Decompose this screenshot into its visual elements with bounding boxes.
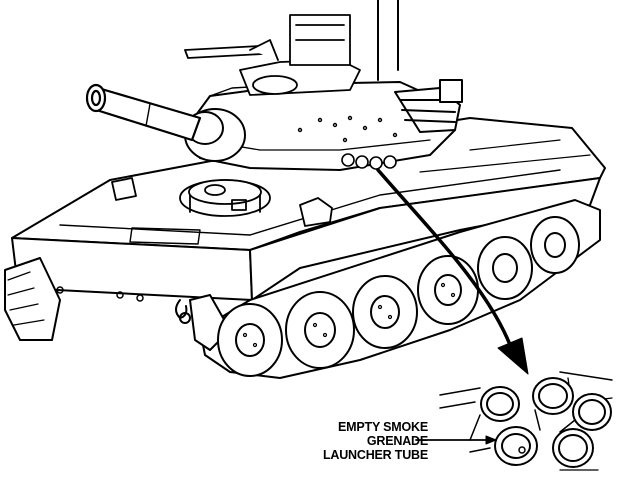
callout-line-3: LAUNCHER TUBE	[322, 448, 428, 462]
main-gun	[85, 83, 202, 142]
road-wheels	[217, 216, 580, 377]
hull	[11, 117, 606, 324]
pointer-arrow	[376, 168, 529, 375]
driver-hatch	[179, 179, 271, 217]
turret	[184, 79, 463, 171]
periscope	[111, 177, 333, 227]
commander-cupola	[184, 14, 361, 96]
smoke-launcher-cluster	[341, 153, 397, 170]
callout-line-1: EMPTY SMOKE	[338, 420, 428, 434]
callout-label: EMPTY SMOKE GRENADE LAUNCHER TUBE	[288, 420, 428, 462]
antenna	[377, 0, 399, 81]
callout-leader-arrowhead	[485, 435, 497, 445]
callout-line-2: GRENADE	[366, 434, 428, 448]
launcher-tube-detail	[439, 371, 613, 471]
